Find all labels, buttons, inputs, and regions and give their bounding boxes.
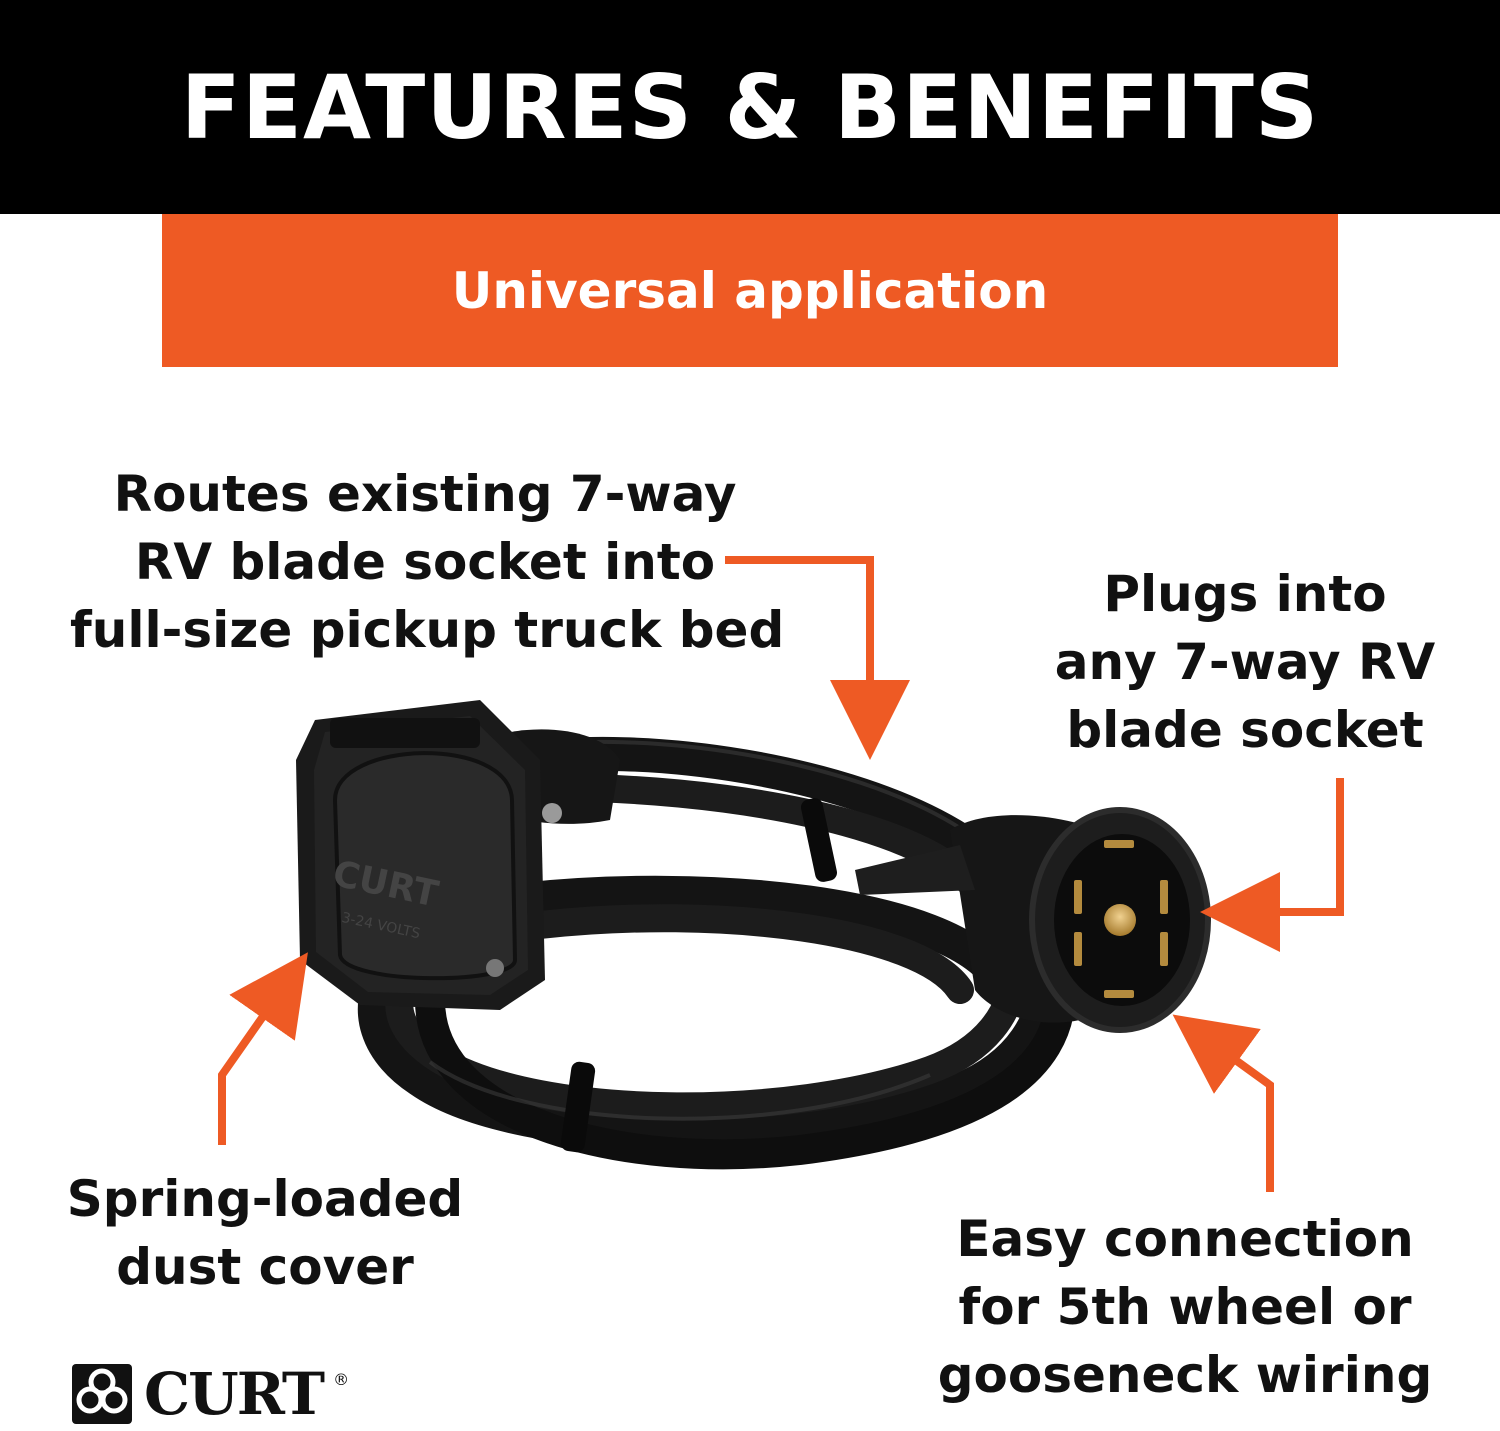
- banner-text: Universal application: [451, 261, 1049, 320]
- logo-text: CURT: [144, 1360, 325, 1428]
- plug-blades: [1074, 840, 1168, 998]
- callout-line: for 5th wheel or: [958, 1278, 1412, 1336]
- trailer-plug: [855, 807, 1211, 1033]
- arrow-plugs-into: [1200, 778, 1344, 952]
- cable-tie: [560, 1061, 596, 1153]
- page-title: FEATURES & BENEFITS: [180, 55, 1320, 159]
- mount-screw: [486, 959, 504, 977]
- arrow-dust-cover: [218, 952, 308, 1145]
- callout-line: Easy connection: [956, 1210, 1414, 1268]
- callout-line: full-size pickup truck bed: [70, 601, 785, 659]
- curt-hitch-icon: [72, 1364, 132, 1424]
- callout-line: gooseneck wiring: [937, 1346, 1433, 1404]
- callout-line: blade socket: [1066, 701, 1424, 759]
- callout-line: dust cover: [116, 1238, 414, 1296]
- callout-easy-connection: Easy connection for 5th wheel or goosene…: [930, 1205, 1440, 1409]
- trailer-socket: CURT 3-24 VOLTS: [296, 700, 562, 1010]
- callout-line: Plugs into: [1103, 565, 1387, 623]
- callout-line: Routes existing 7-way: [113, 465, 737, 523]
- callout-arrows: [218, 556, 1344, 1192]
- callout-line: RV blade socket into: [134, 533, 716, 591]
- callout-routes-socket: Routes existing 7-way RV blade socket in…: [70, 460, 785, 664]
- arrow-easy-connection: [1172, 1014, 1274, 1192]
- cable-tie: [800, 798, 838, 882]
- callout-line: any 7-way RV: [1054, 633, 1436, 691]
- callout-dust-cover: Spring-loaded dust cover: [60, 1165, 470, 1301]
- center-pin: [1104, 904, 1136, 936]
- brand-logo: CURT ®: [70, 1360, 349, 1428]
- dust-cover: [332, 751, 518, 981]
- arrow-routes-socket: [725, 556, 910, 760]
- mount-screw: [542, 803, 562, 823]
- callout-line: Spring-loaded: [66, 1170, 464, 1228]
- registered-mark: ®: [333, 1370, 350, 1389]
- header-bar: FEATURES & BENEFITS: [0, 0, 1500, 214]
- callout-plugs-into: Plugs into any 7-way RV blade socket: [1050, 560, 1440, 764]
- plug-latch: [855, 845, 975, 895]
- subtitle-banner: Universal application: [162, 214, 1338, 367]
